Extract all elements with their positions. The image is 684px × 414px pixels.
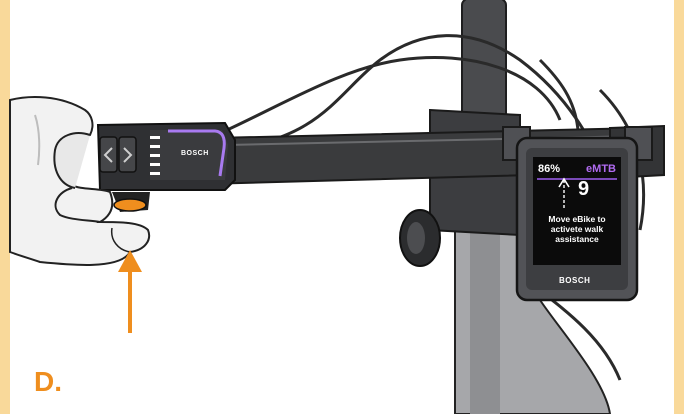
arrow-up-icon — [557, 177, 571, 215]
display-brand-logo: BOSCH — [559, 276, 590, 285]
walk-assist-message: Move eBike to activete walk assistance — [535, 214, 619, 244]
mode-divider — [537, 178, 617, 180]
led-bar — [150, 145, 160, 148]
walk-assist-button[interactable] — [114, 199, 146, 211]
assist-mode: eMTB — [586, 163, 616, 175]
led-bar — [150, 136, 160, 139]
controller-brand-logo: BOSCH — [181, 150, 209, 157]
led-bar — [150, 154, 160, 157]
arrow-up-icon — [118, 250, 142, 333]
clamp-knob-inner — [407, 222, 425, 254]
step-label: D. — [34, 368, 62, 396]
stem-tube — [462, 0, 506, 130]
led-bar — [150, 172, 160, 175]
battery-level: 86% — [538, 163, 560, 175]
display-screen: 86% eMTB 9 Move eBike to activete walk a… — [533, 157, 621, 265]
controller-right-button[interactable] — [119, 137, 136, 172]
led-bar — [150, 163, 160, 166]
controller-left-button[interactable] — [100, 137, 117, 172]
frame-tube-shade — [470, 230, 500, 414]
assist-level: 9 — [578, 179, 589, 199]
